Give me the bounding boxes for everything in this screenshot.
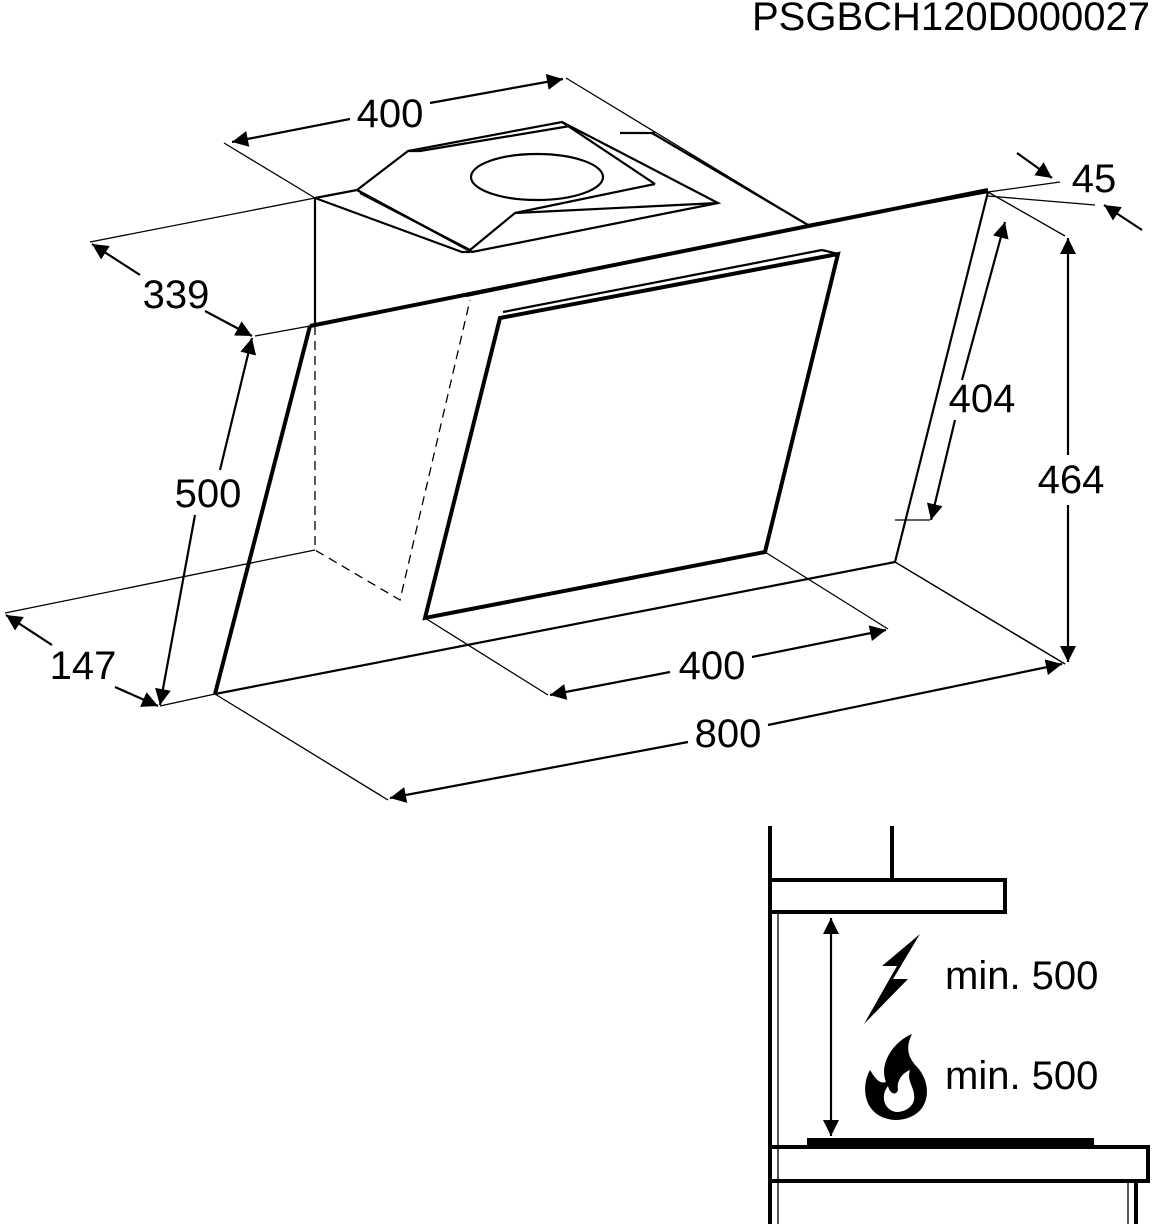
clearance-gas-label: min. 500 [945, 1054, 1098, 1098]
dim-top-width: 400 [357, 92, 424, 136]
dim-total-width: 800 [695, 712, 762, 756]
drawing-code: PSGBCH120D000027 [752, 0, 1150, 39]
dim-side-height: 500 [175, 472, 242, 516]
hood-outline [213, 120, 990, 696]
dim-depth-top: 339 [143, 273, 210, 317]
lightning-icon [864, 934, 920, 1024]
flame-icon [865, 1034, 927, 1120]
dim-bottom-width: 400 [679, 644, 746, 688]
dim-glass-front-height: 404 [949, 377, 1016, 421]
dim-total-height: 464 [1038, 458, 1105, 502]
dim-depth-bottom: 147 [50, 644, 117, 688]
extension-lines [4, 77, 1096, 801]
clearance-electric-label: min. 500 [945, 954, 1098, 998]
clearance-diagram [768, 826, 1150, 1224]
dim-glass-thickness: 45 [1072, 157, 1117, 201]
dimension-lines [5, 73, 1143, 803]
